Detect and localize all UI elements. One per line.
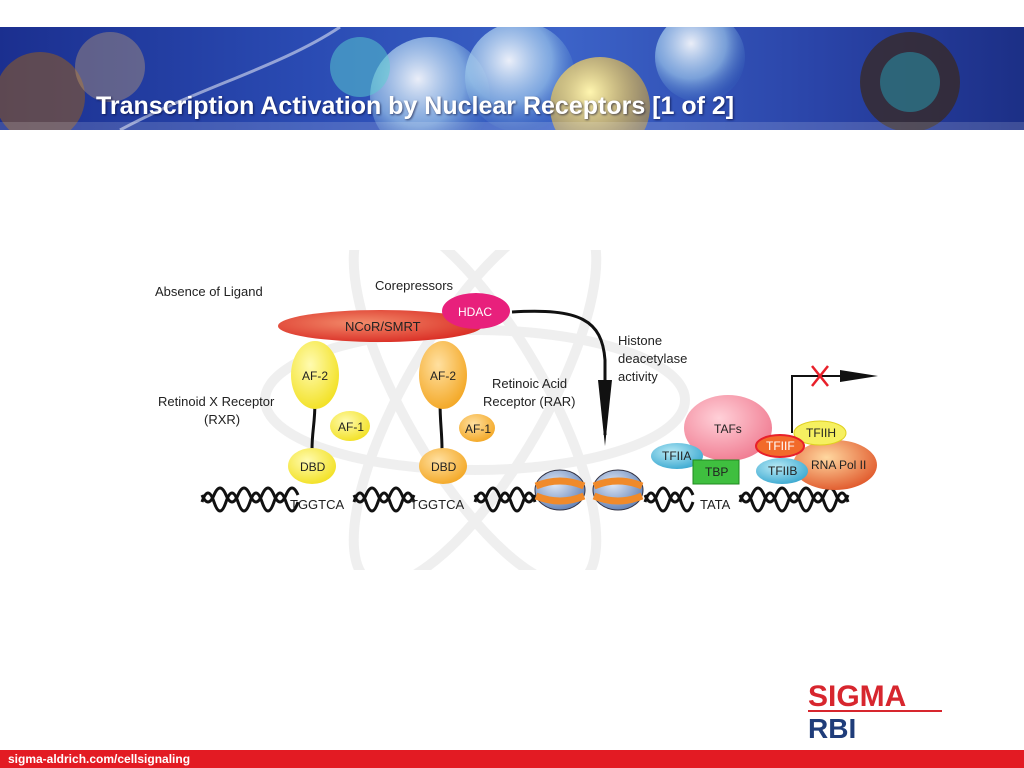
corepressors-label: Corepressors	[375, 278, 454, 293]
rxr-af2-domain	[291, 341, 339, 409]
histone-label-2: deacetylase	[618, 351, 687, 366]
tafs-complex	[684, 395, 772, 461]
rar-dbd-domain	[419, 448, 467, 484]
rar-af2-label: AF-2	[430, 369, 456, 383]
ncor-smrt-label: NCoR/SMRT	[345, 319, 421, 334]
transcription-arrowhead	[840, 370, 878, 382]
tfiif-factor	[755, 434, 805, 458]
logo-divider	[808, 710, 942, 712]
tbp-factor	[692, 459, 740, 485]
hdac-enzyme	[442, 293, 510, 329]
tfiia-label: TFIIA	[662, 449, 691, 463]
rna-pol-ii	[793, 440, 877, 490]
nucleosome-2	[592, 469, 644, 511]
tfiih-factor	[793, 420, 847, 446]
footer-url-link[interactable]: sigma-aldrich.com/cellsignaling	[8, 752, 191, 766]
blocked-x-icon	[811, 365, 829, 387]
histone-label-1: Histone	[618, 333, 662, 348]
tfiih-label: TFIIH	[806, 426, 836, 440]
rar-dbd-label: DBD	[431, 460, 457, 474]
slide-title: Transcription Activation by Nuclear Rece…	[96, 92, 735, 120]
rxr-label-1: Retinoid X Receptor	[158, 394, 275, 409]
tafs-label: TAFs	[714, 422, 742, 436]
response-element-right: TGGTCA	[410, 497, 464, 512]
tfiif-label: TFIIF	[766, 439, 795, 453]
ncor-smrt-complex	[278, 310, 482, 342]
sigma-rbi-logo: SIGMA RBI	[808, 680, 942, 742]
hdac-arrow	[511, 309, 607, 435]
dna-strand	[200, 486, 850, 513]
hdac-arrowhead	[598, 380, 612, 446]
response-element-left: TGGTCA	[290, 497, 344, 512]
absence-of-ligand-label: Absence of Ligand	[155, 284, 263, 299]
rna-pol-ii-label: RNA Pol II	[811, 458, 866, 472]
transcription-start-arrow	[791, 375, 860, 433]
rbi-logo-text: RBI	[808, 713, 856, 742]
rxr-af2-label: AF-2	[302, 369, 328, 383]
rar-af2-domain	[419, 341, 467, 409]
rar-af1-domain	[459, 414, 495, 442]
rar-af1-label: AF-1	[465, 422, 491, 436]
rar-label-1: Retinoic Acid	[492, 376, 567, 391]
rxr-af1-label: AF-1	[338, 420, 364, 434]
tfiib-factor	[756, 458, 808, 484]
tbp-label: TBP	[705, 465, 728, 479]
hdac-label: HDAC	[458, 305, 492, 319]
nuclear-receptor-diagram: Absence of Ligand Corepressors Histone d…	[155, 250, 878, 570]
sigma-logo-text: SIGMA	[808, 680, 906, 713]
title-banner	[0, 27, 1024, 130]
nucleosome-1	[534, 469, 586, 511]
rar-label-2: Receptor (RAR)	[483, 394, 575, 409]
rxr-af1-domain	[330, 411, 370, 441]
tata-box-label: TATA	[700, 497, 731, 512]
rxr-label-2: (RXR)	[204, 412, 240, 427]
histone-label-3: activity	[618, 369, 658, 384]
rxr-dbd-label: DBD	[300, 460, 326, 474]
footer-bar: sigma-aldrich.com/cellsignaling	[0, 750, 1024, 768]
rxr-dbd-domain	[288, 448, 336, 484]
tfiia-factor	[651, 443, 703, 469]
tfiib-label: TFIIB	[768, 464, 797, 478]
banner-artwork	[0, 27, 1024, 130]
